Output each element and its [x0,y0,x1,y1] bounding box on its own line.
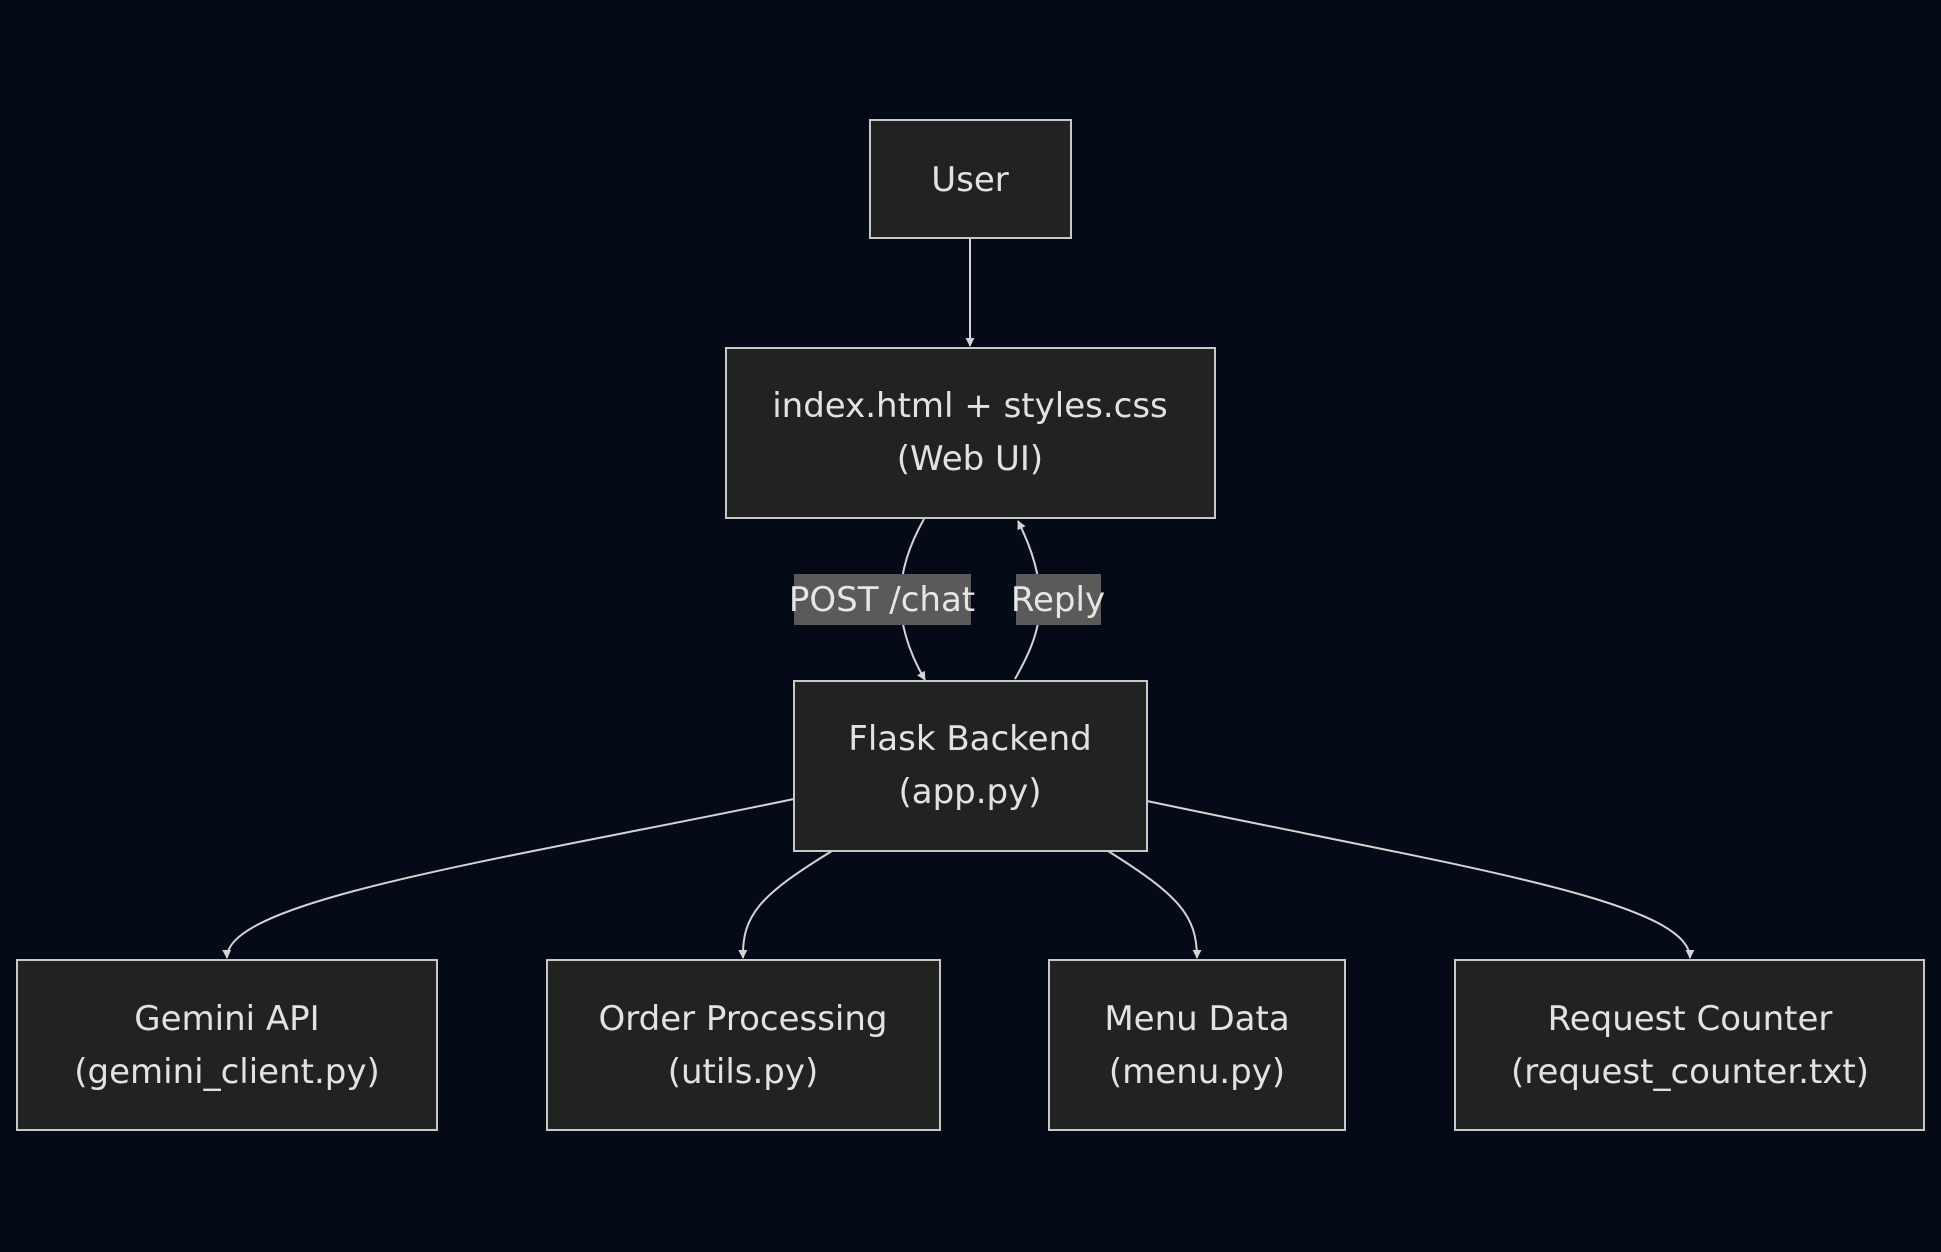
node-menu-line-1: Menu Data [1104,999,1289,1039]
node-counter-line-2: (request_counter.txt) [1511,1052,1869,1092]
node-web-ui-line-2: (Web UI) [897,439,1043,479]
node-order-line-2: (utils.py) [668,1052,819,1092]
node-gemini-line-1: Gemini API [134,999,319,1039]
edge-label-reply-text: Reply [1011,580,1105,620]
node-gemini-api: Gemini API (gemini_client.py) [16,959,438,1131]
node-menu-data: Menu Data (menu.py) [1048,959,1346,1131]
edge-label-post-chat-text: POST /chat [789,580,975,620]
node-menu-line-2: (menu.py) [1109,1052,1285,1092]
node-web-ui: index.html + styles.css (Web UI) [725,347,1216,519]
edge-flask-to-menu [1107,850,1202,959]
edge-label-post-chat: POST /chat [789,574,975,625]
edge-flask-to-counter [1146,800,1695,959]
edge-flask-to-order [738,850,833,959]
edge-label-reply: Reply [1011,574,1105,625]
node-web-ui-line-1: index.html + styles.css [772,386,1168,426]
edge-flask-to-gemini [222,798,795,959]
node-flask-line-1: Flask Backend [848,719,1091,759]
node-order-processing: Order Processing (utils.py) [546,959,941,1131]
node-flask-backend: Flask Backend (app.py) [793,680,1148,852]
node-counter-line-1: Request Counter [1548,999,1833,1039]
node-flask-line-2: (app.py) [898,772,1041,812]
node-request-counter: Request Counter (request_counter.txt) [1454,959,1925,1131]
node-user: User [869,119,1072,239]
node-user-label: User [931,160,1009,200]
node-order-line-1: Order Processing [599,999,888,1039]
node-gemini-line-2: (gemini_client.py) [74,1052,380,1092]
